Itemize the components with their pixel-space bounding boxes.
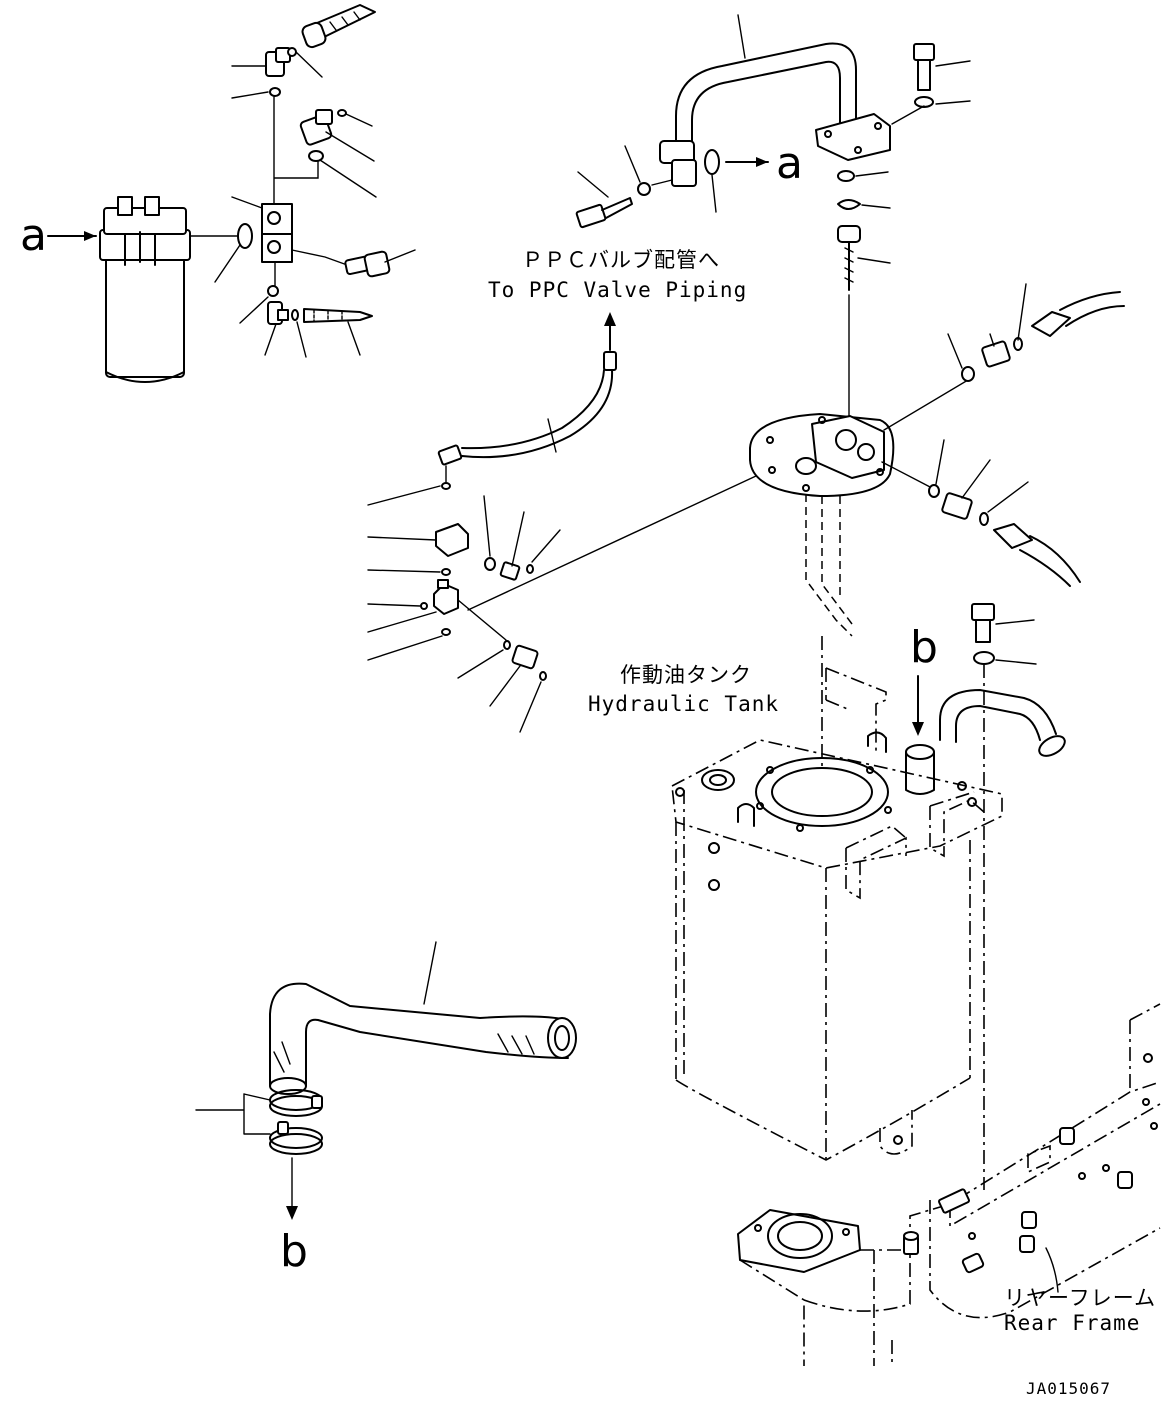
small-adapter xyxy=(499,561,521,581)
flange-bolt-right xyxy=(913,43,935,91)
marker-a-right: a xyxy=(776,138,803,189)
hose-stub-left xyxy=(303,308,373,323)
tank-top-plate xyxy=(749,413,895,497)
mount-bolt xyxy=(971,603,995,643)
o-ring xyxy=(237,223,253,249)
flange-bolt-left xyxy=(575,197,633,229)
label-ppc-en: To PPC Valve Piping xyxy=(488,278,747,302)
fitting-lower-right xyxy=(941,492,973,520)
o-ring-a xyxy=(704,149,720,175)
hose-clamp-lower xyxy=(269,1121,323,1155)
hose-clamp-upper xyxy=(269,1089,323,1117)
drawing-code: JA015067 xyxy=(1026,1379,1111,1398)
straight-adapter xyxy=(344,250,391,278)
breather-cap xyxy=(905,744,935,795)
marker-b-bottom: b xyxy=(280,1226,308,1277)
label-ppc-jp: ＰＰＣバルブ配管へ xyxy=(522,248,720,272)
label-tank-jp: 作動油タンク xyxy=(620,663,752,687)
dipstick xyxy=(837,225,861,291)
hydraulic-tank xyxy=(671,667,1003,1161)
ppc-hose xyxy=(437,351,617,466)
rear-frame xyxy=(737,1003,1161,1366)
check-fitting xyxy=(511,644,539,670)
tee-block xyxy=(435,523,469,557)
snap-ring xyxy=(837,199,861,210)
elbow-fitting-top xyxy=(265,47,291,77)
hose-fitting-top xyxy=(301,4,376,49)
fitting-upper-right xyxy=(981,333,1011,368)
hydraulic-filter xyxy=(99,196,191,383)
elbow-fitting-bottom xyxy=(267,301,289,325)
marker-a-left: a xyxy=(20,210,47,261)
marker-b-top: b xyxy=(910,622,938,673)
cross-fitting xyxy=(433,579,459,615)
return-hose xyxy=(269,982,577,1095)
label-frame-en: Rear Frame xyxy=(1004,1311,1140,1335)
return-pipe xyxy=(939,689,1066,757)
elbow-fitting-mid xyxy=(299,109,333,146)
hose-lower-right xyxy=(993,523,1081,587)
suction-strainer xyxy=(805,494,853,637)
u-pipe xyxy=(659,42,891,187)
label-tank-en: Hydraulic Tank xyxy=(588,692,779,716)
manifold-block xyxy=(261,203,293,263)
label-frame-jp: リヤーフレーム xyxy=(1004,1286,1156,1310)
hose-upper-right xyxy=(1031,291,1125,337)
